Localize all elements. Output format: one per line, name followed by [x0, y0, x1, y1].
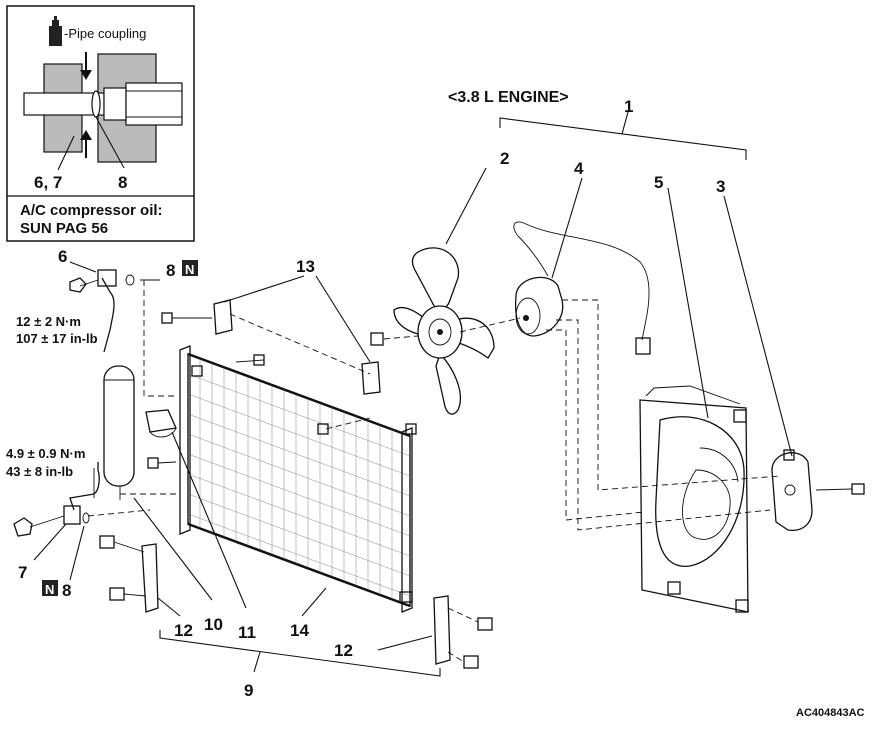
new-part-badge-bottom: N — [42, 580, 58, 597]
pipe-coupling-inset: -Pipe coupling 6, 7 8 A/C compressor oil… — [6, 5, 195, 242]
torque-upper-imperial: 107 ± 17 in-lb — [16, 331, 98, 346]
motor-connector — [635, 337, 651, 355]
svg-text:N: N — [185, 262, 194, 277]
callout-11: 11 — [238, 623, 256, 642]
condenser-core: 14 — [179, 345, 413, 640]
callout-14: 14 — [290, 621, 309, 640]
oil-can-icon — [49, 16, 62, 46]
fan-motor: 4 — [513, 159, 651, 355]
motor-mount-line-c — [546, 329, 645, 521]
fan-nut — [370, 332, 384, 346]
upper-brackets: 13 — [213, 257, 381, 395]
lower-flange-bolt — [13, 517, 33, 537]
torque-upper-metric: 12 ± 2 N·m — [16, 314, 81, 329]
condenser-bolts — [147, 312, 417, 603]
fan-shroud: 5 — [639, 173, 749, 613]
torque-lower-imperial: 43 ± 8 in-lb — [6, 464, 73, 479]
motor-mount-line-a — [556, 319, 771, 531]
fan-blade: 2 — [393, 149, 509, 415]
callout-10: 10 — [204, 615, 223, 634]
torque-spec-upper: 12 ± 2 N·m 107 ± 17 in-lb — [16, 314, 98, 346]
oil-spec-line1: A/C compressor oil: — [20, 202, 163, 219]
figure-id: AC404843AC — [796, 707, 865, 719]
coupling-section-drawing — [23, 52, 183, 171]
lower-bracket-left: 12 — [99, 535, 193, 640]
fan-shaft-centerline — [459, 317, 521, 333]
callout-3: 3 — [716, 177, 725, 196]
upper-pipe: 6 — [58, 247, 160, 353]
torque-lower-metric: 4.9 ± 0.9 N·m — [6, 446, 85, 461]
oil-spec-line2: SUN PAG 56 — [20, 220, 108, 237]
receiver-drier: 10 — [103, 365, 223, 634]
fan-nut-centerline — [383, 335, 419, 340]
motor-mount-bracket: 3 — [716, 177, 813, 532]
inset-title: -Pipe coupling — [64, 26, 146, 41]
callout-8-top: 8 — [166, 261, 175, 280]
callout-12-left: 12 — [174, 621, 193, 640]
callout-8-bottom: 8 — [62, 581, 71, 600]
engine-group-bracket: <3.8 L ENGINE> 1 — [448, 89, 747, 160]
callout-7: 7 — [18, 563, 27, 582]
torque-spec-lower: 4.9 ± 0.9 N·m 43 ± 8 in-lb — [6, 446, 95, 498]
callout-1: 1 — [624, 97, 633, 116]
upper-flange-bolt — [69, 277, 87, 293]
svg-text:N: N — [45, 582, 54, 597]
callout-6: 6 — [58, 247, 67, 266]
shroud-bolt — [815, 483, 865, 495]
callout-9: 9 — [244, 681, 253, 700]
condenser-group-bracket: 9 — [159, 630, 441, 700]
callout-4: 4 — [574, 159, 584, 178]
new-part-badge-top: N — [182, 260, 198, 277]
callout-5: 5 — [654, 173, 663, 192]
lower-bracket-right: 12 — [334, 595, 493, 669]
inset-label-6-7: 6, 7 — [34, 173, 62, 192]
inset-label-8: 8 — [118, 173, 127, 192]
callout-13: 13 — [296, 257, 315, 276]
callout-2: 2 — [500, 149, 509, 168]
motor-mount-line-b — [562, 299, 781, 491]
drier-bracket: 11 — [145, 409, 256, 642]
callout-12-right: 12 — [334, 641, 353, 660]
pipe-route-upper — [143, 280, 176, 397]
engine-label: <3.8 L ENGINE> — [448, 89, 569, 106]
